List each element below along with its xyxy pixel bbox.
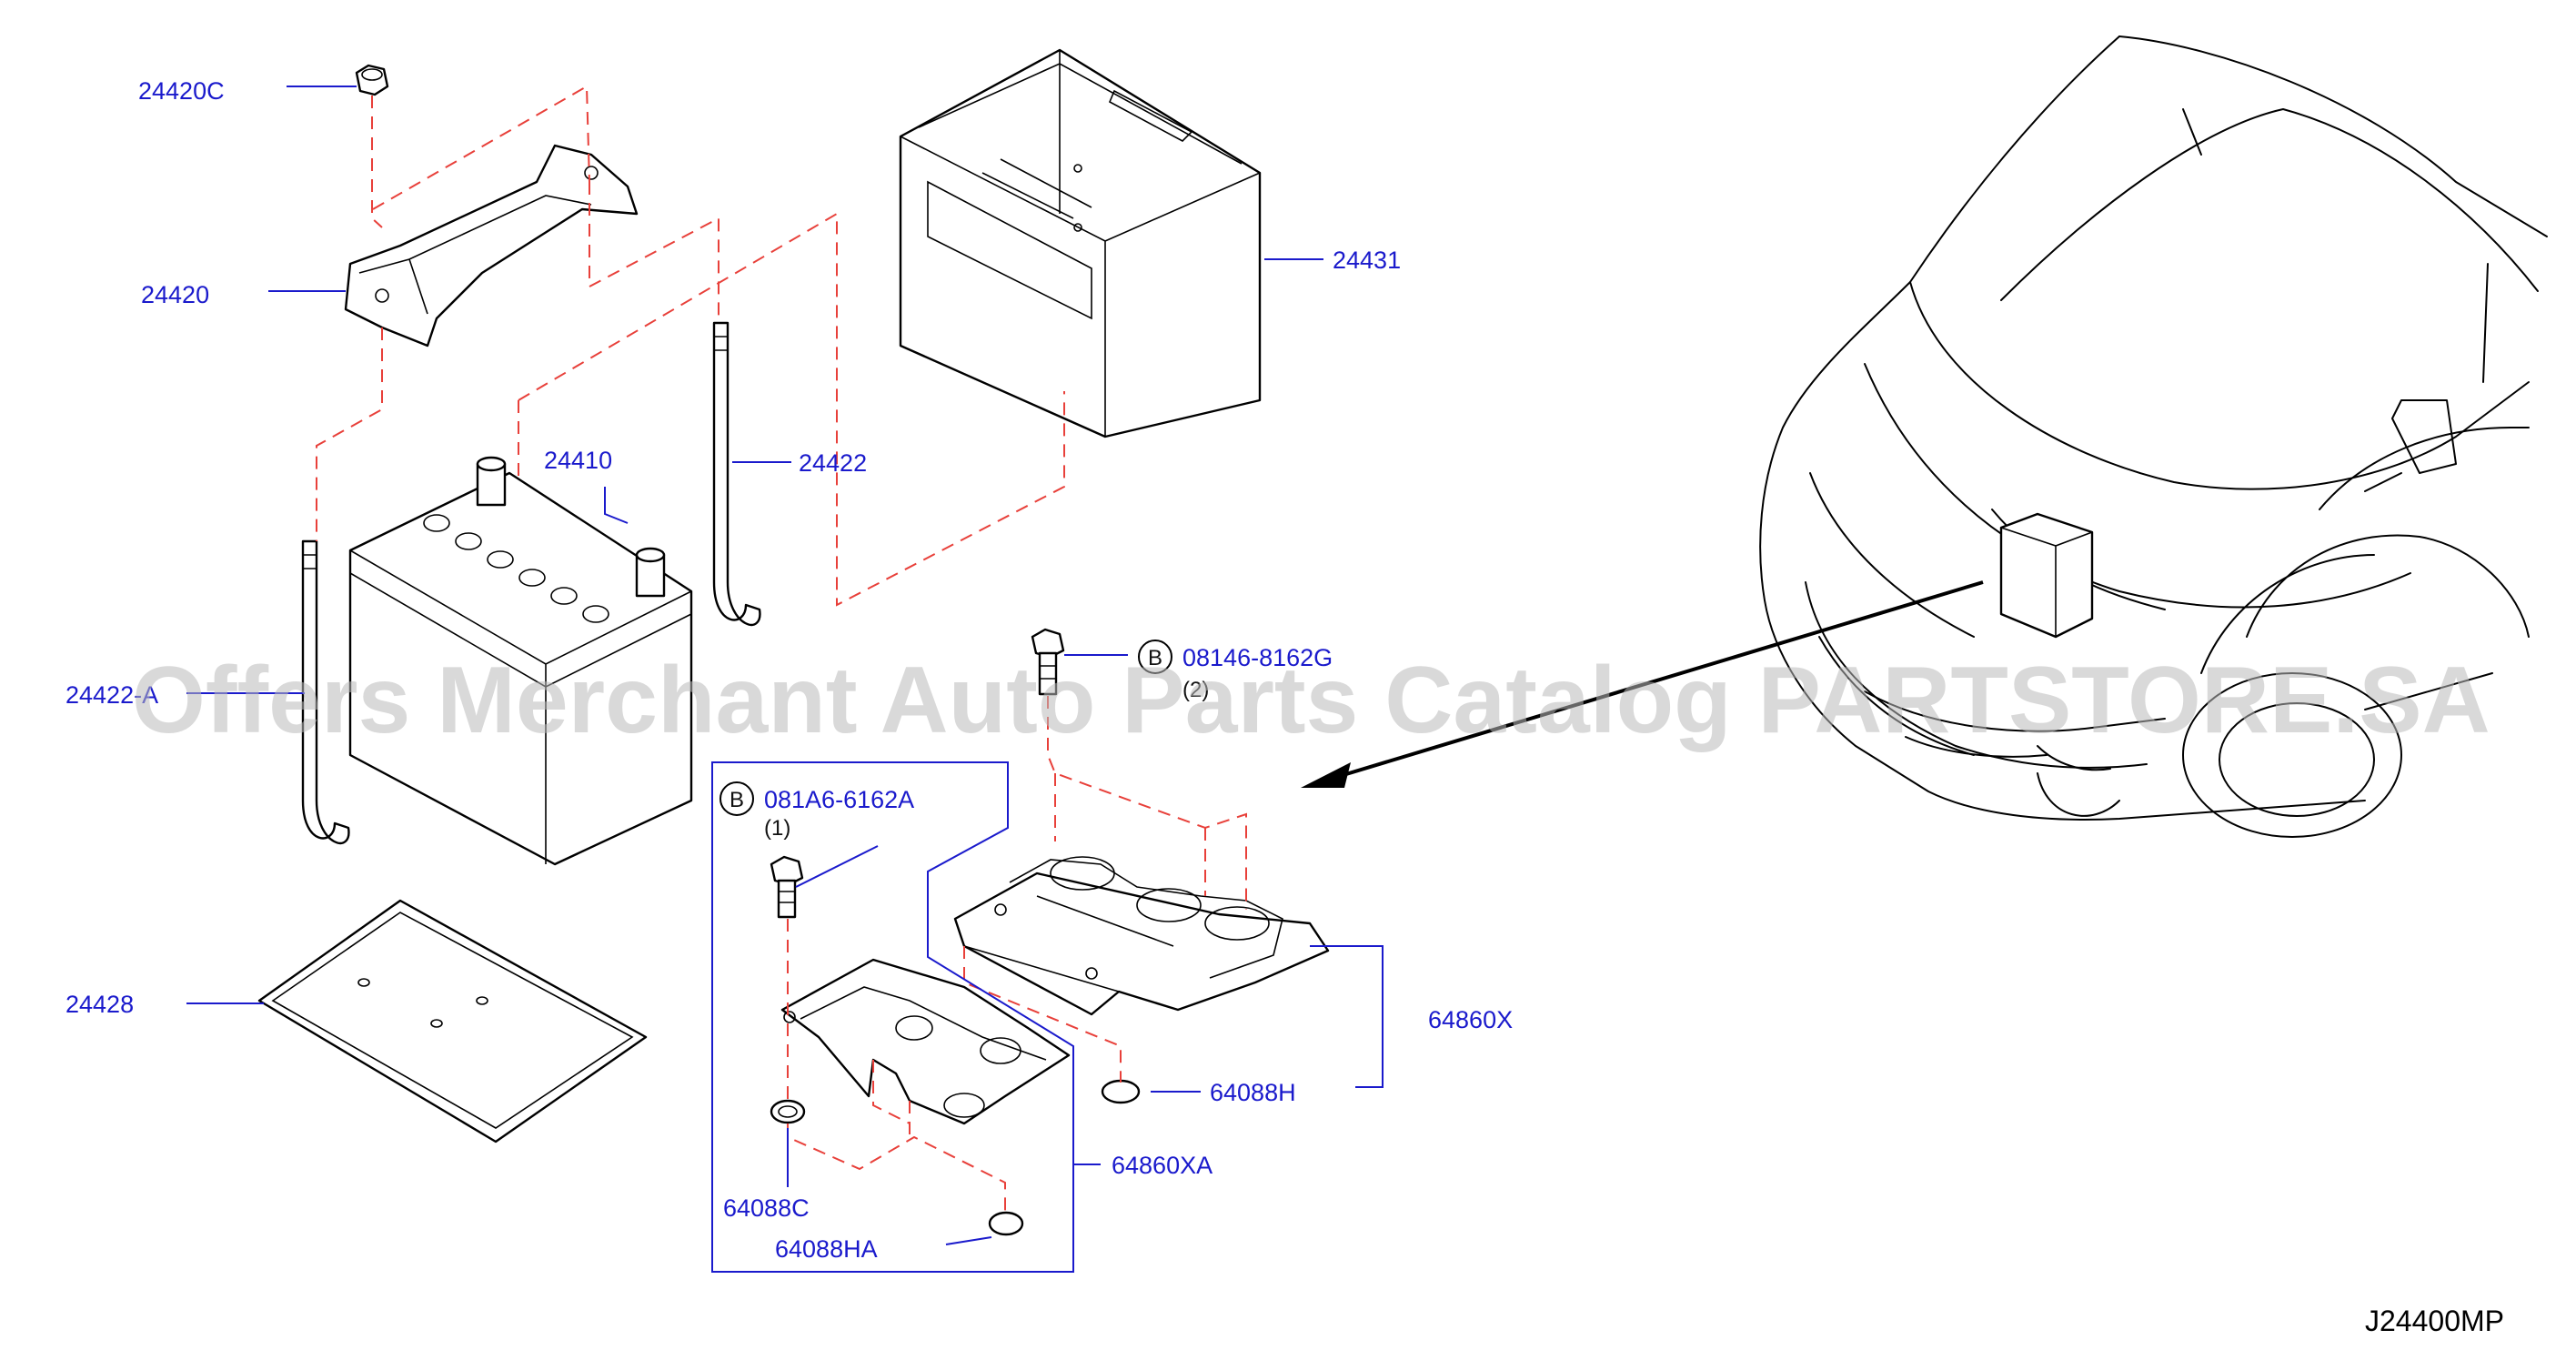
svg-text:B: B xyxy=(1148,646,1162,670)
label-64860X[interactable]: 64860X xyxy=(1428,1006,1513,1033)
kit-frame-64860XA xyxy=(711,761,1074,1273)
label-24420C[interactable]: 24420C xyxy=(138,77,225,105)
qty-081A6-6162A: (1) xyxy=(764,816,790,841)
battery-bracket-64860XA xyxy=(780,958,1071,1125)
label-24422[interactable]: 24422 xyxy=(799,449,867,477)
bolt-callout-marker-2: B xyxy=(719,781,754,816)
svg-text:B: B xyxy=(730,788,744,812)
label-24431[interactable]: 24431 xyxy=(1333,247,1401,274)
bolt-callout-marker-1: B xyxy=(1138,640,1172,674)
hold-down-rod-24422 xyxy=(712,321,761,626)
grommet-64088H xyxy=(1101,1079,1141,1104)
label-64088H[interactable]: 64088H xyxy=(1210,1079,1296,1106)
battery-cell-caps xyxy=(423,514,609,623)
battery-cover-24431 xyxy=(899,48,1262,438)
label-24422A[interactable]: 24422-A xyxy=(65,681,158,709)
label-64860XA[interactable]: 64860XA xyxy=(1112,1152,1213,1179)
qty-08146-8162G: (2) xyxy=(1182,678,1209,702)
label-24420[interactable]: 24420 xyxy=(141,281,209,308)
watermark: Offers Merchant Auto Parts Catalog PARTS… xyxy=(132,648,2490,753)
vehicle-location-illustration xyxy=(1301,35,2548,838)
label-24410[interactable]: 24410 xyxy=(544,447,612,474)
label-081A6-6162A[interactable]: 081A6-6162A xyxy=(764,786,914,813)
callout-leader-lines xyxy=(186,86,1384,1273)
diagram-code: J24400MP xyxy=(2365,1305,2504,1337)
hold-down-rod-24422A xyxy=(301,539,350,844)
label-64088C[interactable]: 64088C xyxy=(723,1194,810,1222)
bolt-081A6-6162A xyxy=(770,855,804,919)
nut-24420C xyxy=(355,64,389,96)
battery-24410 xyxy=(348,456,693,866)
label-08146-8162G[interactable]: 08146-8162G xyxy=(1182,644,1333,671)
label-64088HA[interactable]: 64088HA xyxy=(775,1235,878,1263)
grommet-64088C xyxy=(770,1099,806,1124)
grommet-64088HA xyxy=(988,1211,1024,1236)
battery-tray-24428 xyxy=(257,899,648,1143)
battery-bracket-64860X xyxy=(953,856,1330,1016)
bolt-08146-8162G xyxy=(1031,628,1065,696)
label-24428[interactable]: 24428 xyxy=(65,991,134,1018)
hold-down-bracket-24420 xyxy=(344,144,639,348)
